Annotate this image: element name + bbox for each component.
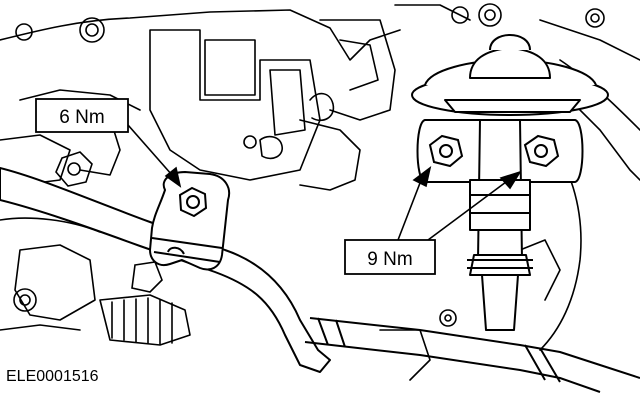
link-assembly [411,34,609,331]
callout-6nm-label: 6 Nm [59,107,104,128]
callout-9nm: 9 Nm [344,239,436,275]
stabilizer-bar-clamp [149,171,230,271]
link-bolt-right [523,134,560,168]
callout-9nm-label: 9 Nm [367,249,412,270]
figure-id: ELE0001516 [6,368,99,385]
callout-6nm: 6 Nm [35,98,129,133]
clamp-bolt [178,186,208,218]
stabilizer-bar [0,167,640,393]
background-bolts [13,3,605,327]
link-bolt-left [428,134,464,168]
callout-leaders [127,124,522,241]
